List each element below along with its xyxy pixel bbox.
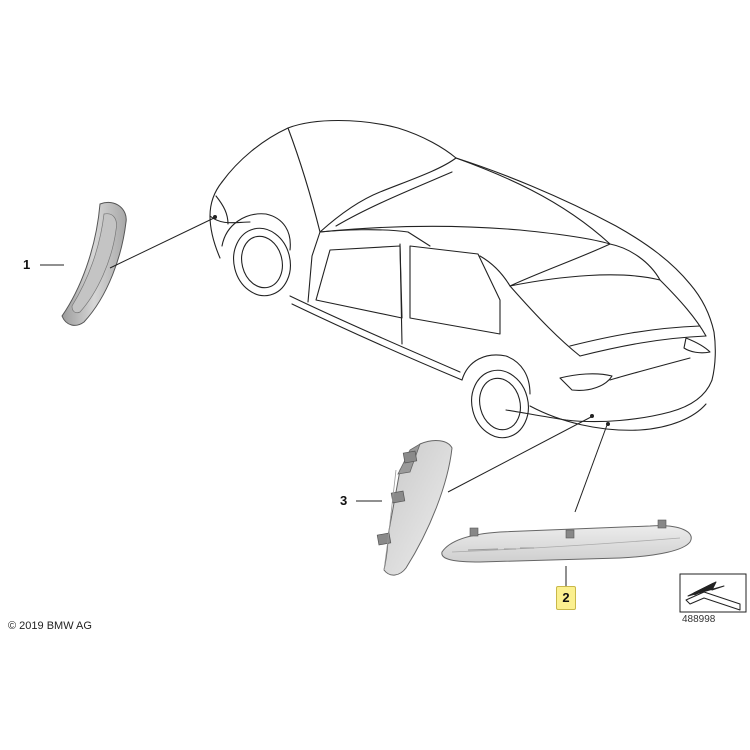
view-orientation-arrow-icon — [679, 573, 747, 613]
diagram-number: 488998 — [682, 614, 716, 625]
car-outline — [209, 120, 716, 439]
copyright-notice: © 2019 BMW AG — [8, 620, 92, 632]
part-1-reflector[interactable] — [61, 202, 127, 326]
part-2-reflector-strip[interactable] — [441, 519, 692, 563]
callout-1[interactable]: 1 — [23, 257, 31, 272]
leader-lines — [40, 217, 608, 586]
callout-2-highlighted[interactable]: 2 — [556, 586, 576, 610]
part-3-reflector[interactable] — [376, 440, 453, 576]
callout-3[interactable]: 3 — [340, 493, 348, 508]
